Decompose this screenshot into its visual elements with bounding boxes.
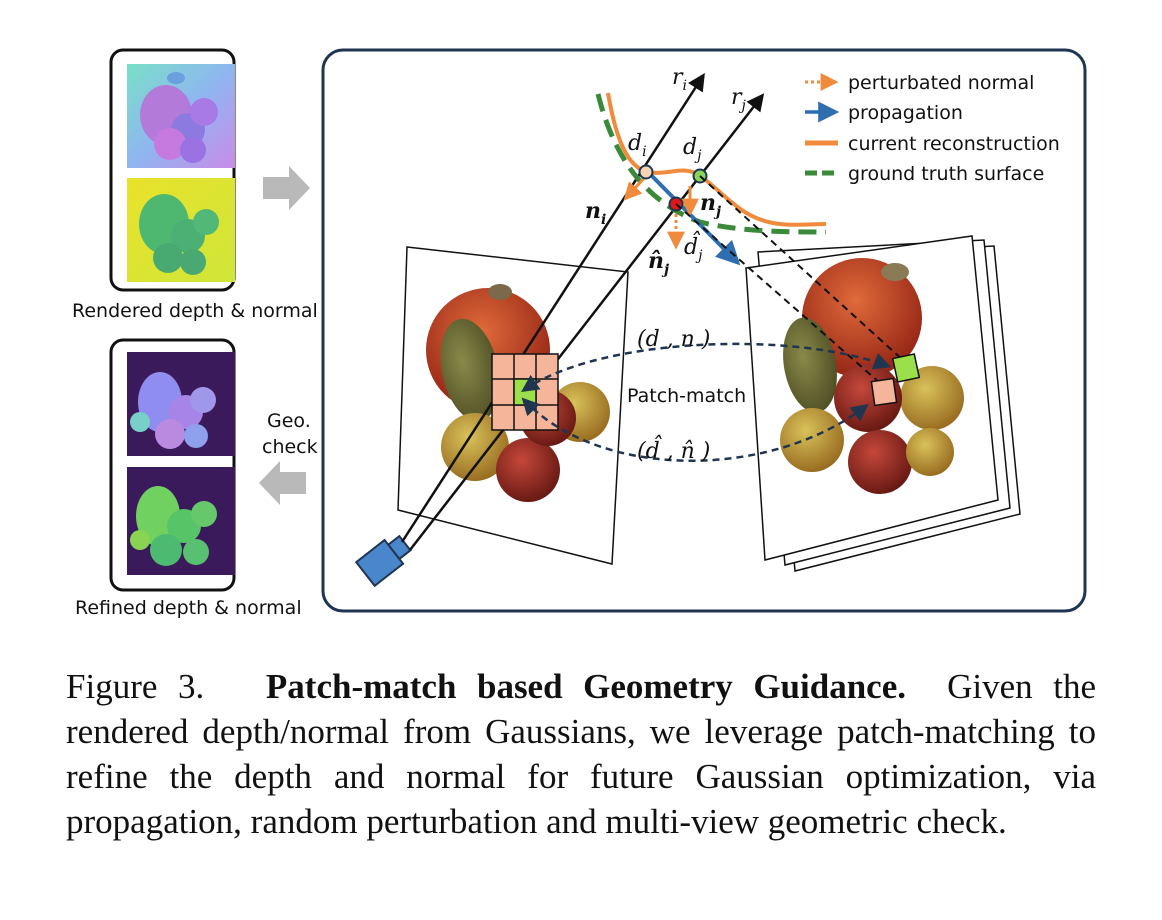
depth-i-label: di: [628, 131, 647, 160]
camera-icon: [354, 534, 412, 588]
pair-label-top: (d , n ): [637, 327, 710, 352]
matched-patch-perturbed: [870, 377, 898, 407]
depth-point-i: [638, 164, 654, 180]
right-fruit-image: [780, 258, 964, 494]
forward-arrow: [263, 166, 310, 210]
figure-caption: Figure 3. Patch-match based Geometry Gui…: [66, 664, 1096, 844]
figure-3: perturbated normal propagation current r…: [72, 48, 1087, 619]
perturbed-normal-label: n̂j: [648, 248, 669, 278]
main-frame: [321, 48, 1087, 613]
rendered-label: Rendered depth & normal: [72, 300, 318, 322]
ray-i: [400, 73, 705, 543]
perturbed-depth-label: d̂j: [684, 231, 703, 264]
geo-check-label-line2: check: [262, 436, 318, 458]
legend: perturbated normal propagation current r…: [805, 72, 1060, 185]
patch-match-arrow-top: [521, 342, 892, 392]
caption-title: Patch-match based Geometry Guidance.: [265, 667, 906, 706]
rendered-depth-map: [127, 178, 235, 282]
propagation-arrow: [646, 170, 741, 266]
legend-label-ground-truth: ground truth surface: [848, 163, 1044, 185]
geo-check-arrow: [259, 461, 306, 505]
refined-label: Refined depth & normal: [75, 597, 302, 619]
legend-label-perturbated-normal: perturbated normal: [848, 72, 1034, 94]
rendered-normal-map: [127, 64, 235, 168]
normal-j-label: nj: [700, 190, 721, 220]
normal-i-arrow: [623, 174, 648, 201]
normal-i-label: ni: [585, 198, 606, 228]
caption-body: Given the rendered depth/normal from Gau…: [66, 667, 1097, 841]
ray-i-label: ri: [672, 65, 687, 94]
legend-label-propagation: propagation: [848, 102, 963, 124]
pair-label-bottom: (d̂ , n̂ ): [637, 435, 710, 464]
caption-prefix: Figure 3.: [66, 667, 205, 706]
depth-j-label: dj: [683, 135, 702, 164]
projection-line-j: [699, 175, 906, 363]
ray-j-label: rj: [731, 85, 747, 114]
figure-graphic: perturbated normal propagation current r…: [109, 48, 1087, 613]
refined-panel: [109, 338, 236, 592]
rendered-panel: [109, 48, 236, 292]
geo-check-label-line1: Geo.: [267, 410, 311, 432]
refined-depth-map: [127, 467, 235, 575]
patch-grid: [491, 353, 559, 431]
matched-patch-j: [891, 353, 921, 383]
patch-match-label: Patch-match: [627, 385, 746, 407]
legend-label-current-reconstruction: current reconstruction: [848, 133, 1060, 155]
projection-line-perturbed: [675, 203, 881, 384]
refined-normal-map: [127, 352, 235, 456]
